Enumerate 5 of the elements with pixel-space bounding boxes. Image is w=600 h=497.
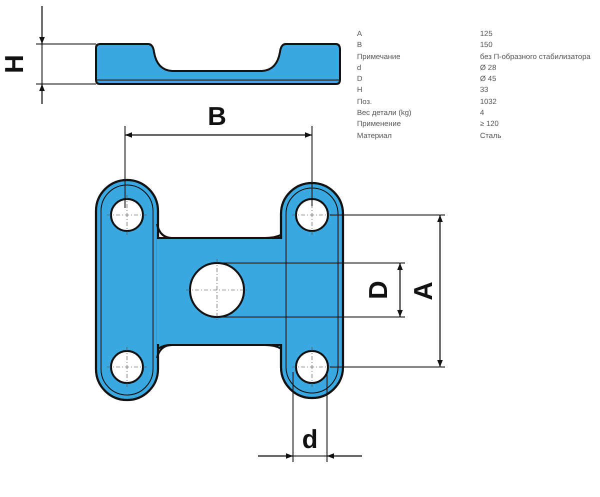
dimension-letter: H: [1, 54, 27, 74]
dimension-letter: B: [208, 103, 226, 129]
dimension-letter: A: [410, 282, 436, 300]
dimension-letter: d: [302, 426, 318, 452]
dimension-letter: D: [365, 280, 391, 300]
